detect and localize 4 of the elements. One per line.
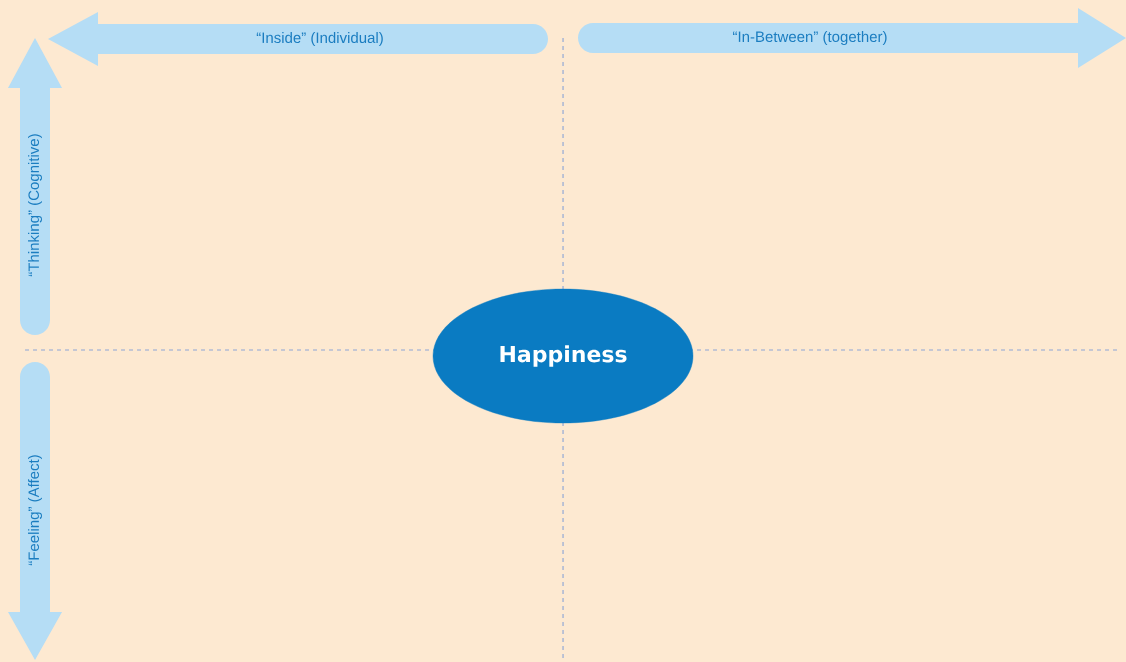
arrow-band: “Thinking” (Cognitive)	[8, 38, 62, 335]
arrow-band: “Inside” (Individual)	[48, 12, 548, 66]
arrow-band: “In-Between” (together)	[578, 8, 1126, 68]
arrow-band: “Feeling” (Affect)	[8, 362, 62, 660]
